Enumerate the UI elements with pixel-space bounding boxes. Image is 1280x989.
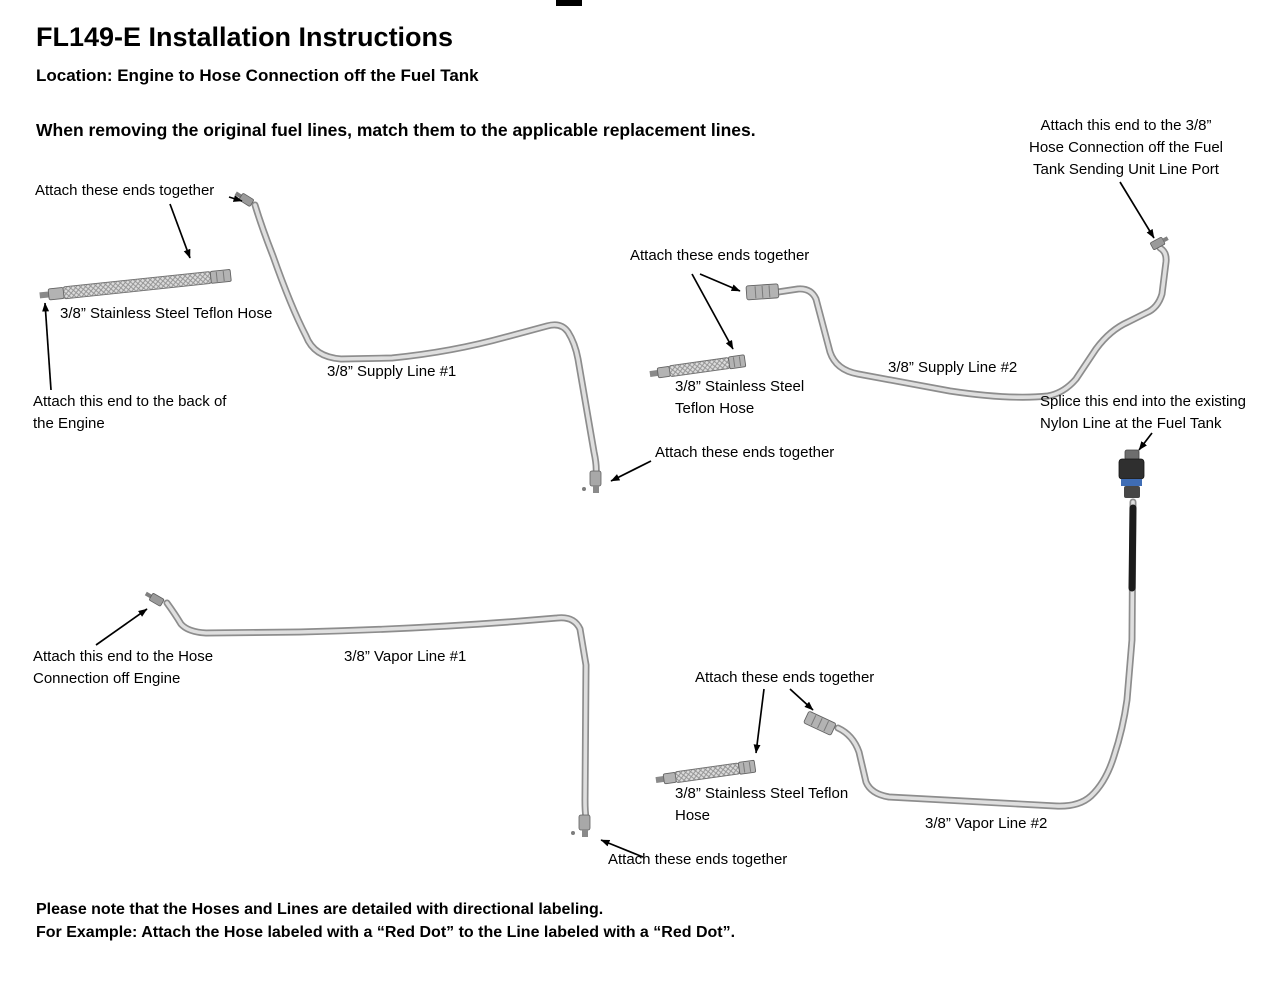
vapor-line-2-left-fitting [803, 711, 836, 736]
arrow-to-engine-back-end [42, 302, 52, 391]
label-attach-ends-bottom-mid: Attach these ends together [695, 669, 875, 686]
vapor-line-1 [144, 591, 591, 837]
arrow-top-left-to-line-tip [228, 195, 243, 202]
footer-note-1: Please note that the Hoses and Lines are… [36, 901, 604, 918]
label-attach-sending-unit-port: Attach this end to the 3/8” Hose Connect… [1028, 117, 1223, 178]
vapor-line-2 [803, 449, 1145, 806]
label-attach-ends-bottom: Attach these ends together [608, 851, 788, 868]
label-vapor-line-2: 3/8” Vapor Line #2 [925, 815, 1048, 832]
arrow-splice-to-connector [1138, 432, 1153, 451]
page-title: FL149-E Installation Instructions [36, 22, 454, 52]
label-teflon-hose-mid: 3/8” Stainless Steel Teflon Hose [675, 378, 805, 417]
label-teflon-hose-top: 3/8” Stainless Steel Teflon Hose [60, 305, 273, 322]
teflon-hose-mid [649, 354, 747, 379]
label-attach-ends-mid-lower: Attach these ends together [655, 444, 835, 461]
arrow-mid-top-to-fitting [699, 273, 741, 292]
label-attach-ends-mid-top: Attach these ends together [630, 247, 810, 264]
quick-connect-fitting [1118, 449, 1145, 498]
supply-line-1 [234, 191, 602, 493]
arrow-mid-lower-to-fitting [610, 460, 652, 482]
footer-note-2: For Example: Attach the Hose labeled wit… [36, 924, 736, 941]
scan-artifact [556, 0, 582, 6]
vapor-line-1-bottom-fitting [571, 814, 591, 837]
label-attach-back-of-engine: Attach this end to the back of the Engin… [33, 393, 227, 432]
label-splice-nylon-line: Splice this end into the existing Nylon … [1040, 393, 1246, 432]
arrow-bottom-mid-to-hose [753, 688, 765, 754]
supply-line-2 [745, 236, 1170, 398]
label-attach-ends-top-left: Attach these ends together [35, 182, 215, 199]
nylon-sleeve [1128, 504, 1137, 592]
vapor-line-1-start-fitting [144, 591, 165, 607]
arrow-bottom-to-fitting [600, 839, 644, 858]
label-supply-line-2: 3/8” Supply Line #2 [888, 359, 1018, 376]
teflon-hose-top [39, 269, 232, 301]
supply-line-1-bottom-fitting [582, 470, 602, 493]
location-subtitle: Location: Engine to Hose Connection off … [36, 66, 479, 85]
supply-line-2-right-fitting [1150, 236, 1169, 250]
label-supply-line-1: 3/8” Supply Line #1 [327, 363, 457, 380]
label-attach-hose-connection-engine: Attach this end to the Hose Connection o… [33, 648, 214, 687]
arrow-to-hose-connection-end [95, 608, 148, 646]
label-vapor-line-1: 3/8” Vapor Line #1 [344, 648, 467, 665]
annotation-arrows [42, 181, 1155, 858]
instruction-text: When removing the original fuel lines, m… [36, 120, 756, 140]
teflon-hose-bottom [655, 759, 757, 785]
supply-line-1-top-fitting [234, 191, 254, 207]
label-teflon-hose-bottom: 3/8” Stainless Steel Teflon Hose [675, 785, 849, 824]
arrow-mid-top-to-hose [691, 273, 734, 350]
arrow-to-sending-unit-end [1119, 181, 1155, 239]
arrow-top-left-to-hose [169, 203, 191, 259]
supply-line-2-left-fitting [745, 283, 780, 301]
arrow-bottom-mid-to-fitting [789, 688, 814, 711]
